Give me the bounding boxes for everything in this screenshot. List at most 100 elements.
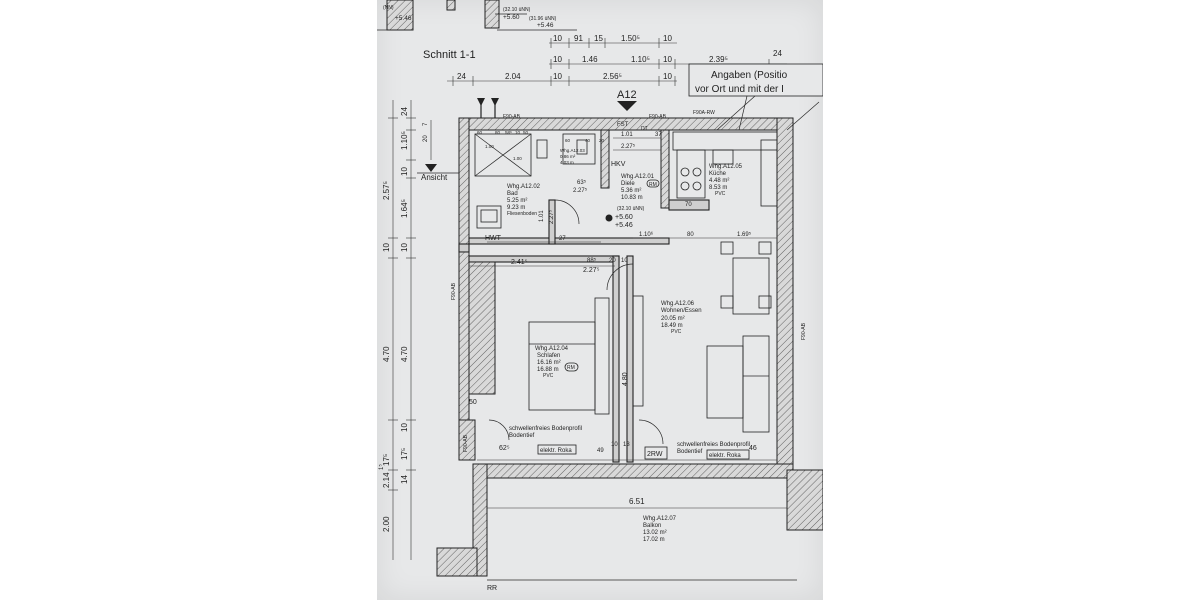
bed-note-1: schwellenfreies Bodenprofil — [509, 426, 582, 432]
room-living-floor: PVC — [671, 329, 682, 335]
dim-top-r2-4: 2.39⁵ — [709, 55, 728, 64]
room-balcony-id: Whg.A12.07 — [643, 516, 677, 522]
dim-50: 50 — [469, 399, 477, 406]
room-living-perimeter: 18.49 m — [661, 323, 683, 329]
room-hall-perimeter: 10.83 m — [621, 195, 643, 201]
dim-bath-0: 60 — [477, 130, 483, 135]
room-bedroom-name: Schlafen — [537, 353, 560, 359]
dim-bath-1: 1.00 — [485, 144, 494, 149]
left-dimensions — [388, 100, 432, 560]
dim-top-r2-3: 10 — [663, 55, 672, 64]
room-balcony: Whg.A12.07 Balkon 13.02 m² 17.02 m — [643, 516, 677, 543]
dim-left-small-1: 7 — [423, 122, 429, 126]
dim-80: 80 — [687, 232, 694, 238]
room-bedroom-floor: PVC — [543, 373, 554, 379]
dim-top-r1-3: 1.50⁵ — [621, 34, 640, 43]
dim-top-r3-4: 10 — [663, 72, 672, 81]
room-balcony-perimeter: 17.02 m — [643, 537, 665, 543]
dim-bath-4: 10 — [515, 130, 521, 135]
dim-hall-1-01: 1.01 — [621, 132, 633, 138]
room-living-name: Wohnen/Essen — [661, 308, 702, 314]
top-dimensions: 10 91 15 1.50⁵ 10 10 1.46 1.10⁵ 10 2.39⁵… — [447, 34, 787, 86]
note-line-2: vor Ort und mit der I — [695, 84, 784, 95]
bed-note-2: Bodentief — [509, 433, 535, 439]
view-label: Ansicht — [421, 173, 448, 182]
room-bath-perimeter: 9.23 m — [507, 205, 525, 211]
dim-bath-5: 1.00 — [513, 156, 522, 161]
living-door-note: schwellenfreies Bodenprofil Bodentief el… — [644, 442, 750, 460]
dim-top-r2-0: 10 — [553, 55, 562, 64]
view-marker-icon — [425, 164, 437, 172]
room-bath-area: 5.25 m² — [507, 198, 527, 204]
room-wc-perimeter: 4.03 m — [560, 160, 574, 165]
room-hall-id: Whg.A12.01 — [621, 174, 655, 180]
dim-left-inner-4: 10 — [400, 243, 409, 252]
dim-bath-2: 80 — [495, 130, 501, 135]
dim-2-27-b: 2.27⁵ — [583, 267, 600, 274]
room-kitchen-id: Whg.A12.05 — [709, 164, 743, 170]
bed — [528, 295, 644, 415]
room-wc-id: Whg.A12.03 — [560, 148, 585, 153]
dim-left-small-0: 20 — [423, 135, 429, 142]
dim-2-41: 2.41⁵ — [511, 259, 528, 266]
room-bath-floor: Fliesenboden — [507, 211, 537, 217]
fire-label-left-2: F90-AB — [463, 434, 469, 452]
dim-bath-6: 60 — [565, 138, 571, 143]
dim-62: 62⁵ — [499, 445, 510, 452]
dim-70: 70 — [685, 202, 692, 208]
note-box — [688, 63, 823, 97]
room-hall: Whg.A12.01 Diele 5.36 m² 10.83 m RM — [621, 174, 660, 201]
note-line-1: Angaben (Positio — [711, 70, 788, 81]
dim-left-outer-1: 10 — [382, 243, 391, 252]
room-bedroom-id: Whg.A12.04 — [535, 346, 569, 352]
fire-label-top-mid: F90-AB — [649, 114, 667, 120]
level-top-value: +5.46 — [395, 15, 412, 22]
dim-88: 88⁵ — [587, 257, 597, 264]
dim-left-outer-0: 2.57⁵ — [382, 181, 391, 200]
dim-20: 20 — [609, 258, 616, 264]
dim-top-r2-1: 1.46 — [582, 55, 598, 64]
dim-10-b: 10 — [611, 442, 618, 448]
interior-walls — [468, 129, 710, 463]
dim-13: 13 — [623, 442, 630, 448]
room-bath-name: Bad — [507, 191, 518, 197]
dim-2-27-v: 2.27⁵ — [548, 209, 555, 224]
section-fragment — [377, 0, 577, 31]
dim-left-outer-4: 2.14 — [382, 472, 391, 488]
dim-2-27: 2.27⁵ — [573, 187, 588, 194]
sofa — [706, 335, 770, 433]
room-kitchen: Whg.A12.05 Küche 4.48 m² 8.53 m PVC — [709, 164, 743, 197]
level-hall-v2: +5.46 — [615, 222, 633, 229]
dim-left-inner-3: 1.64⁵ — [400, 199, 409, 218]
dim-37: 37 — [655, 132, 662, 138]
level-l3: (31.96 üNN) — [529, 16, 557, 22]
dim-top-r2-5: 24 — [773, 49, 782, 58]
dim-left-inner-2: 10 — [400, 167, 409, 176]
level-l2: +5.60 — [503, 14, 520, 21]
fire-label-left: F90-AB — [451, 282, 457, 300]
dim-top-r3-3: 2.56⁵ — [603, 72, 622, 81]
room-bedroom-badge: RM — [567, 365, 575, 371]
dim-left-inner-5: 4.70 — [400, 346, 409, 362]
liv-note-2: Bodentief — [677, 449, 703, 455]
room-hall-badge: RM — [649, 182, 657, 188]
room-bath: Whg.A12.02 Bad 5.25 m² 9.23 m Fliesenbod… — [507, 184, 541, 217]
balcony-width: 6.51 — [629, 497, 645, 506]
dim-1-01: 1.01 — [539, 210, 545, 222]
plan-sheet: (NN) +5.46 (32.10 üNN) +5.60 (31.96 üNN)… — [377, 0, 823, 600]
dining-table — [720, 241, 772, 315]
inner-dimensions — [469, 137, 787, 509]
door-rw: 2RW — [647, 451, 663, 458]
dim-left-inner-6: 10 — [400, 423, 409, 432]
room-bedroom-perimeter: 16.88 m — [537, 367, 559, 373]
liv-note-1: schwellenfreies Bodenprofil — [677, 442, 750, 448]
dim-49: 49 — [597, 448, 604, 454]
room-hall-area: 5.36 m² — [621, 188, 641, 194]
level-l1: (32.10 üNN) — [503, 7, 531, 13]
dim-top-r3-1: 2.04 — [505, 72, 521, 81]
section-title: Schnitt 1-1 — [423, 49, 476, 61]
rr-label: RR — [487, 585, 497, 592]
room-balcony-area: 13.02 m² — [643, 530, 667, 536]
dim-bath-7: 40 — [585, 138, 591, 143]
dim-left-inner-8: 14 — [400, 475, 409, 484]
